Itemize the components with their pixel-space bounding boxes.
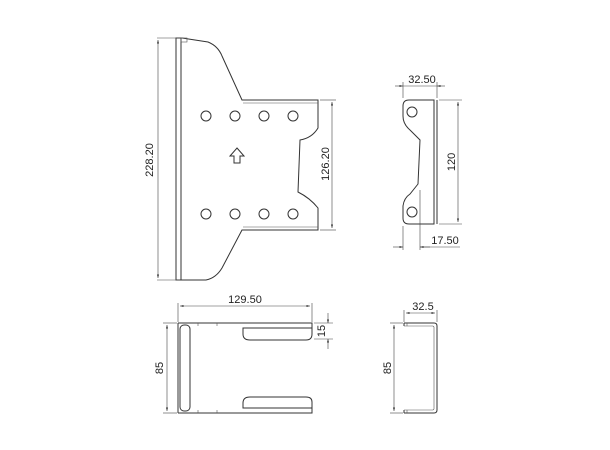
hole — [287, 110, 299, 122]
end-view: 32.5 85 — [382, 301, 438, 414]
dim-side-offset: 17.50 — [431, 235, 459, 247]
dim-front-height: 228.20 — [144, 143, 156, 177]
front-view: 228.20 126.20 — [144, 37, 336, 281]
end-outline-inner — [404, 325, 435, 411]
front-plate-outline — [175, 37, 319, 281]
hole — [258, 110, 270, 122]
hole — [258, 208, 270, 220]
dim-end-depth: 85 — [382, 362, 394, 374]
dim-side-height: 120 — [446, 153, 458, 171]
hole — [287, 208, 299, 220]
mounting-holes — [200, 110, 299, 220]
hole — [200, 208, 212, 220]
top-lip-upper — [178, 322, 313, 341]
top-back-flange — [179, 324, 191, 412]
hole — [200, 110, 212, 122]
hole — [229, 110, 241, 122]
hole — [406, 106, 418, 118]
dim-top-depth: 85 — [154, 362, 166, 374]
dim-top-lip: 15 — [316, 325, 328, 337]
front-tab — [180, 37, 188, 43]
top-lip-lower — [178, 396, 313, 414]
side-view: 32.50 120 17.50 — [393, 74, 462, 250]
up-arrow-icon — [228, 147, 246, 164]
hole — [406, 206, 418, 218]
hole — [229, 208, 241, 220]
dim-end-width: 32.5 — [412, 301, 433, 313]
top-view: 129.50 85 15 — [154, 294, 333, 414]
side-outline — [402, 99, 435, 225]
dim-top-width: 129.50 — [228, 294, 262, 306]
dim-front-inner-height: 126.20 — [320, 147, 332, 181]
end-outline-outer — [404, 322, 438, 414]
dim-side-width: 32.50 — [408, 74, 436, 86]
